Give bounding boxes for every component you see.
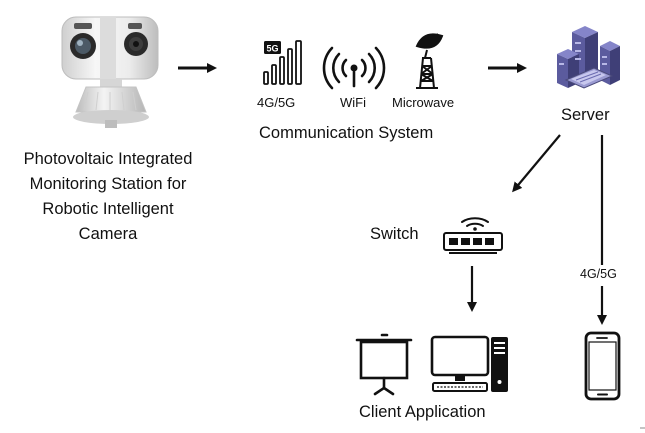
cellular-signal-icon bbox=[263, 40, 302, 85]
station-label-line: Photovoltaic Integrated bbox=[23, 150, 193, 168]
cellular-badge-text: 5G bbox=[266, 44, 278, 54]
smartphone-icon bbox=[584, 331, 621, 401]
microwave-label: Microwave bbox=[392, 95, 455, 110]
arrow-server-to-switch bbox=[512, 134, 561, 193]
server-label: Server bbox=[561, 106, 610, 124]
cellular-label: 4G/5G bbox=[257, 95, 296, 110]
switch-label: Switch bbox=[370, 225, 419, 243]
wifi-label: WiFi bbox=[340, 95, 366, 110]
station-label-line: Monitoring Station for bbox=[29, 175, 187, 193]
microwave-antenna-icon bbox=[415, 33, 444, 89]
projector-screen-icon bbox=[355, 333, 413, 396]
communication-system-title: Communication System bbox=[259, 124, 434, 142]
network-switch-icon bbox=[443, 217, 503, 254]
wifi-icon bbox=[322, 46, 386, 90]
client-application-label: Client Application bbox=[359, 403, 486, 421]
server-icon bbox=[557, 26, 620, 89]
robotic-camera-icon bbox=[61, 16, 159, 128]
mobile-link-label: 4G/5G bbox=[580, 267, 617, 281]
station-label-line: Camera bbox=[78, 225, 138, 243]
desktop-computer-icon bbox=[430, 335, 508, 392]
station-label-line: Robotic Intelligent bbox=[42, 200, 174, 218]
station-label: Photovoltaic Integrated Monitoring Stati… bbox=[4, 147, 212, 247]
